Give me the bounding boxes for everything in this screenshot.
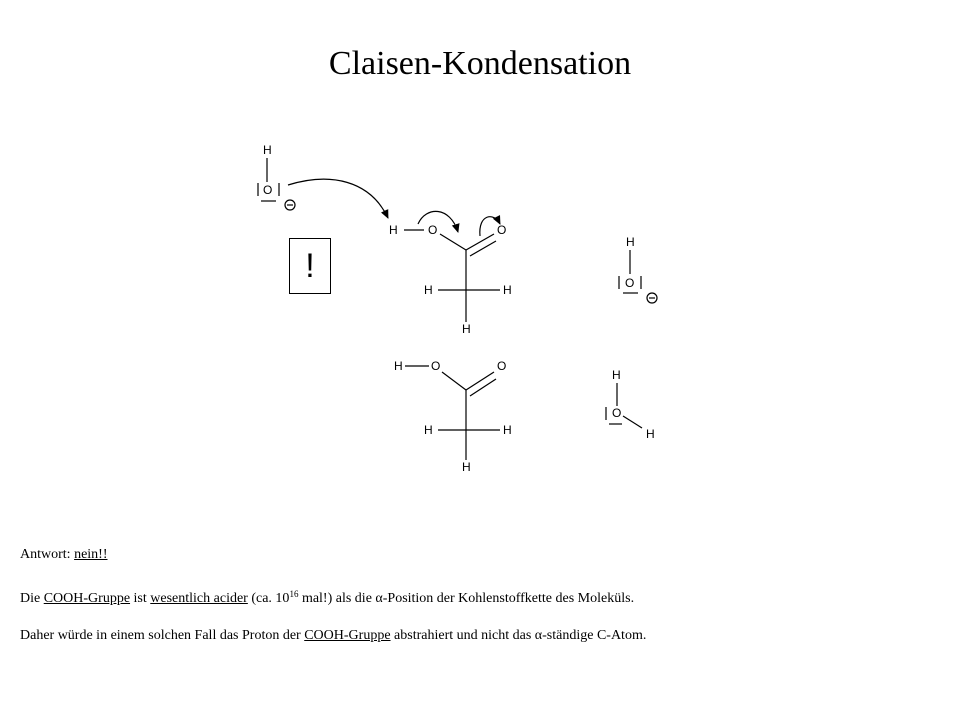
atom-o: O <box>263 183 272 197</box>
atom-o: O <box>625 276 634 290</box>
explanation-text: Die <box>20 591 41 606</box>
hydroxide-ion-right <box>618 250 658 304</box>
atom-o: O <box>497 359 506 373</box>
explanation-text: mal!) als die α-Position der Kohlenstoff… <box>301 591 635 606</box>
exclamation-box: ! <box>289 238 331 294</box>
atom-h: H <box>394 359 403 373</box>
atom-o: O <box>428 223 437 237</box>
water-molecule <box>605 383 643 429</box>
atom-h: H <box>626 235 635 249</box>
atom-h: H <box>503 283 512 297</box>
atom-o: O <box>497 223 506 237</box>
conclusion-line: Daher würde in einem solchen Fall das Pr… <box>20 627 646 645</box>
exclamation-mark: ! <box>305 246 315 285</box>
answer-value: nein!! <box>74 547 108 562</box>
atom-o: O <box>431 359 440 373</box>
answer-label: Antwort: <box>20 547 71 562</box>
curved-arrow-carbonyl <box>479 215 501 237</box>
atom-h: H <box>389 223 398 237</box>
acetic-acid-top <box>404 229 500 322</box>
atom-h: H <box>646 427 655 441</box>
atom-o: O <box>612 406 621 420</box>
atom-h: H <box>462 322 471 336</box>
atom-h: H <box>612 368 621 382</box>
cooh-group-term: COOH-Gruppe <box>43 591 131 606</box>
atom-h: H <box>462 460 471 474</box>
atom-h: H <box>263 143 272 157</box>
atom-h: H <box>503 423 512 437</box>
explanation-text: (ca. 10 <box>251 591 290 606</box>
answer-line: Antwort: nein!! <box>20 546 108 564</box>
explanation-text: ist <box>133 591 147 606</box>
hydroxide-ion-top <box>257 158 296 211</box>
acetic-acid-bottom <box>405 365 500 460</box>
cooh-group-term: COOH-Gruppe <box>304 628 391 643</box>
atom-h: H <box>424 283 433 297</box>
atom-h: H <box>424 423 433 437</box>
curved-arrow-attack <box>287 178 389 219</box>
explanation-line: Die COOH-Gruppe ist wesentlich acider (c… <box>20 585 634 608</box>
page-title: Claisen-Kondensation <box>328 45 632 82</box>
exponent: 16 <box>289 589 299 599</box>
conclusion-text: abstrahiert und nicht das α-ständige C-A… <box>394 628 647 643</box>
curved-arrow-bond-shift <box>417 210 460 233</box>
conclusion-text: Daher würde in einem solchen Fall das Pr… <box>20 628 301 643</box>
acidity-term: wesentlich acider <box>150 591 248 606</box>
